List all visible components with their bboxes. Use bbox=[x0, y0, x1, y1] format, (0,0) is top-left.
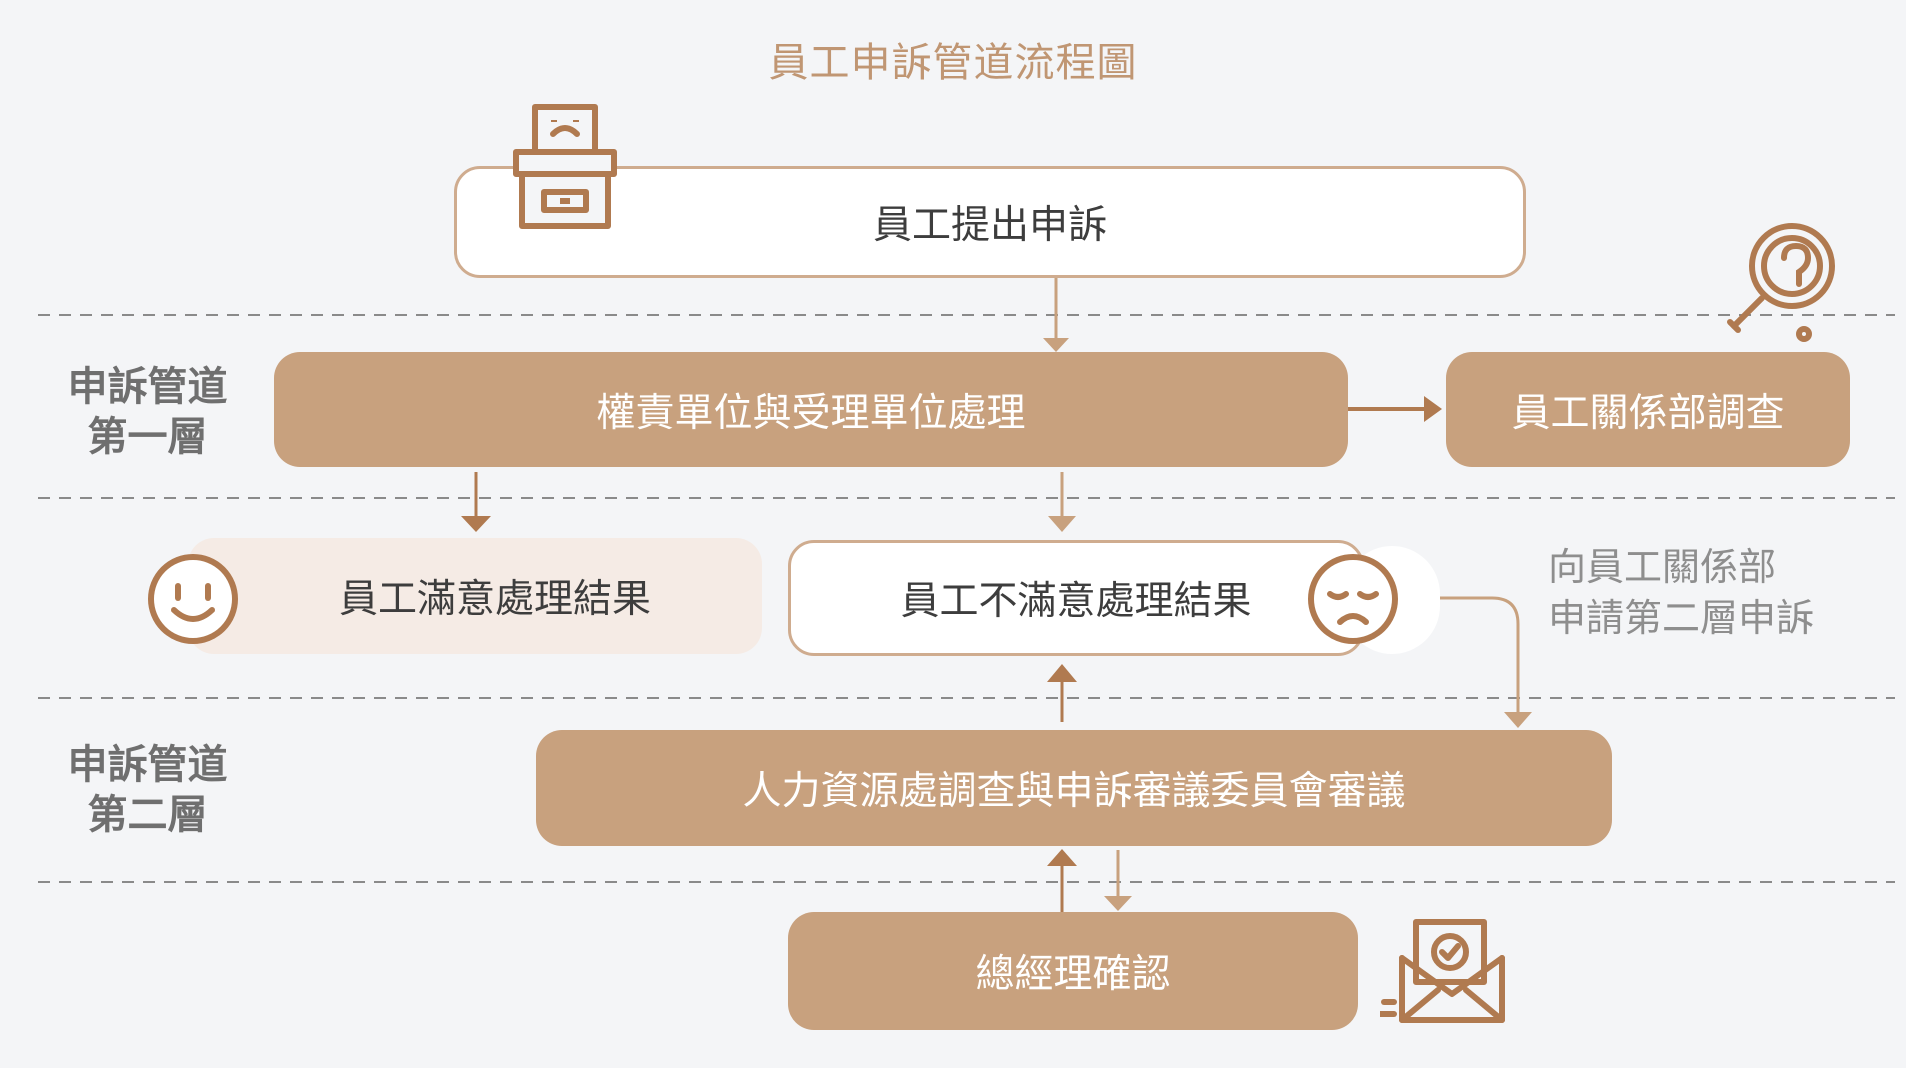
layer-label-second: 申訴管道 第二層 bbox=[55, 740, 240, 840]
layer-label-line: 申訴管道 bbox=[67, 364, 228, 410]
layer-label-line: 第二層 bbox=[87, 792, 208, 838]
page-title: 員工申訴管道流程圖 bbox=[768, 40, 1138, 86]
step-employee-satisfied: 員工滿意處理結果 bbox=[188, 538, 762, 654]
step-second-layer-review: 人力資源處調查與申訴審議委員會審議 bbox=[536, 730, 1612, 846]
layer-label-line: 申訴管道 bbox=[67, 742, 228, 788]
step-label: 權責單位與受理單位處理 bbox=[596, 390, 1026, 436]
step-label: 員工提出申訴 bbox=[872, 203, 1107, 248]
step-label: 人力資源處調查與申訴審議委員會審議 bbox=[742, 769, 1406, 814]
step-first-layer-handling: 權責單位與受理單位處理 bbox=[274, 352, 1348, 467]
step-submit-complaint: 員工提出申訴 bbox=[454, 166, 1526, 278]
step-label: 員工關係部調查 bbox=[1511, 390, 1785, 436]
smiley-face-icon bbox=[148, 554, 238, 644]
step-relations-investigation: 員工關係部調查 bbox=[1446, 352, 1850, 467]
sad-face-icon bbox=[1308, 554, 1398, 644]
complaint-box-icon bbox=[513, 104, 617, 229]
step-employee-unsatisfied: 員工不滿意處理結果 bbox=[788, 540, 1364, 656]
note-line: 申請第二層申訴 bbox=[1548, 596, 1815, 640]
arrow-unsatisfied-to-second-review bbox=[1440, 596, 1520, 712]
second-layer-application-note: 向員工關係部 申請第二層申訴 bbox=[1548, 542, 1888, 644]
layer-label-line: 第一層 bbox=[87, 414, 208, 460]
step-label: 員工滿意處理結果 bbox=[338, 577, 651, 622]
approved-mail-icon bbox=[1380, 919, 1505, 1023]
layer-label-first: 申訴管道 第一層 bbox=[55, 362, 240, 462]
step-label: 總經理確認 bbox=[975, 952, 1171, 997]
step-general-manager-confirm: 總經理確認 bbox=[788, 912, 1358, 1030]
step-label: 員工不滿意處理結果 bbox=[900, 579, 1252, 624]
magnifier-question-icon bbox=[1727, 223, 1835, 342]
note-line: 向員工關係部 bbox=[1548, 545, 1777, 589]
